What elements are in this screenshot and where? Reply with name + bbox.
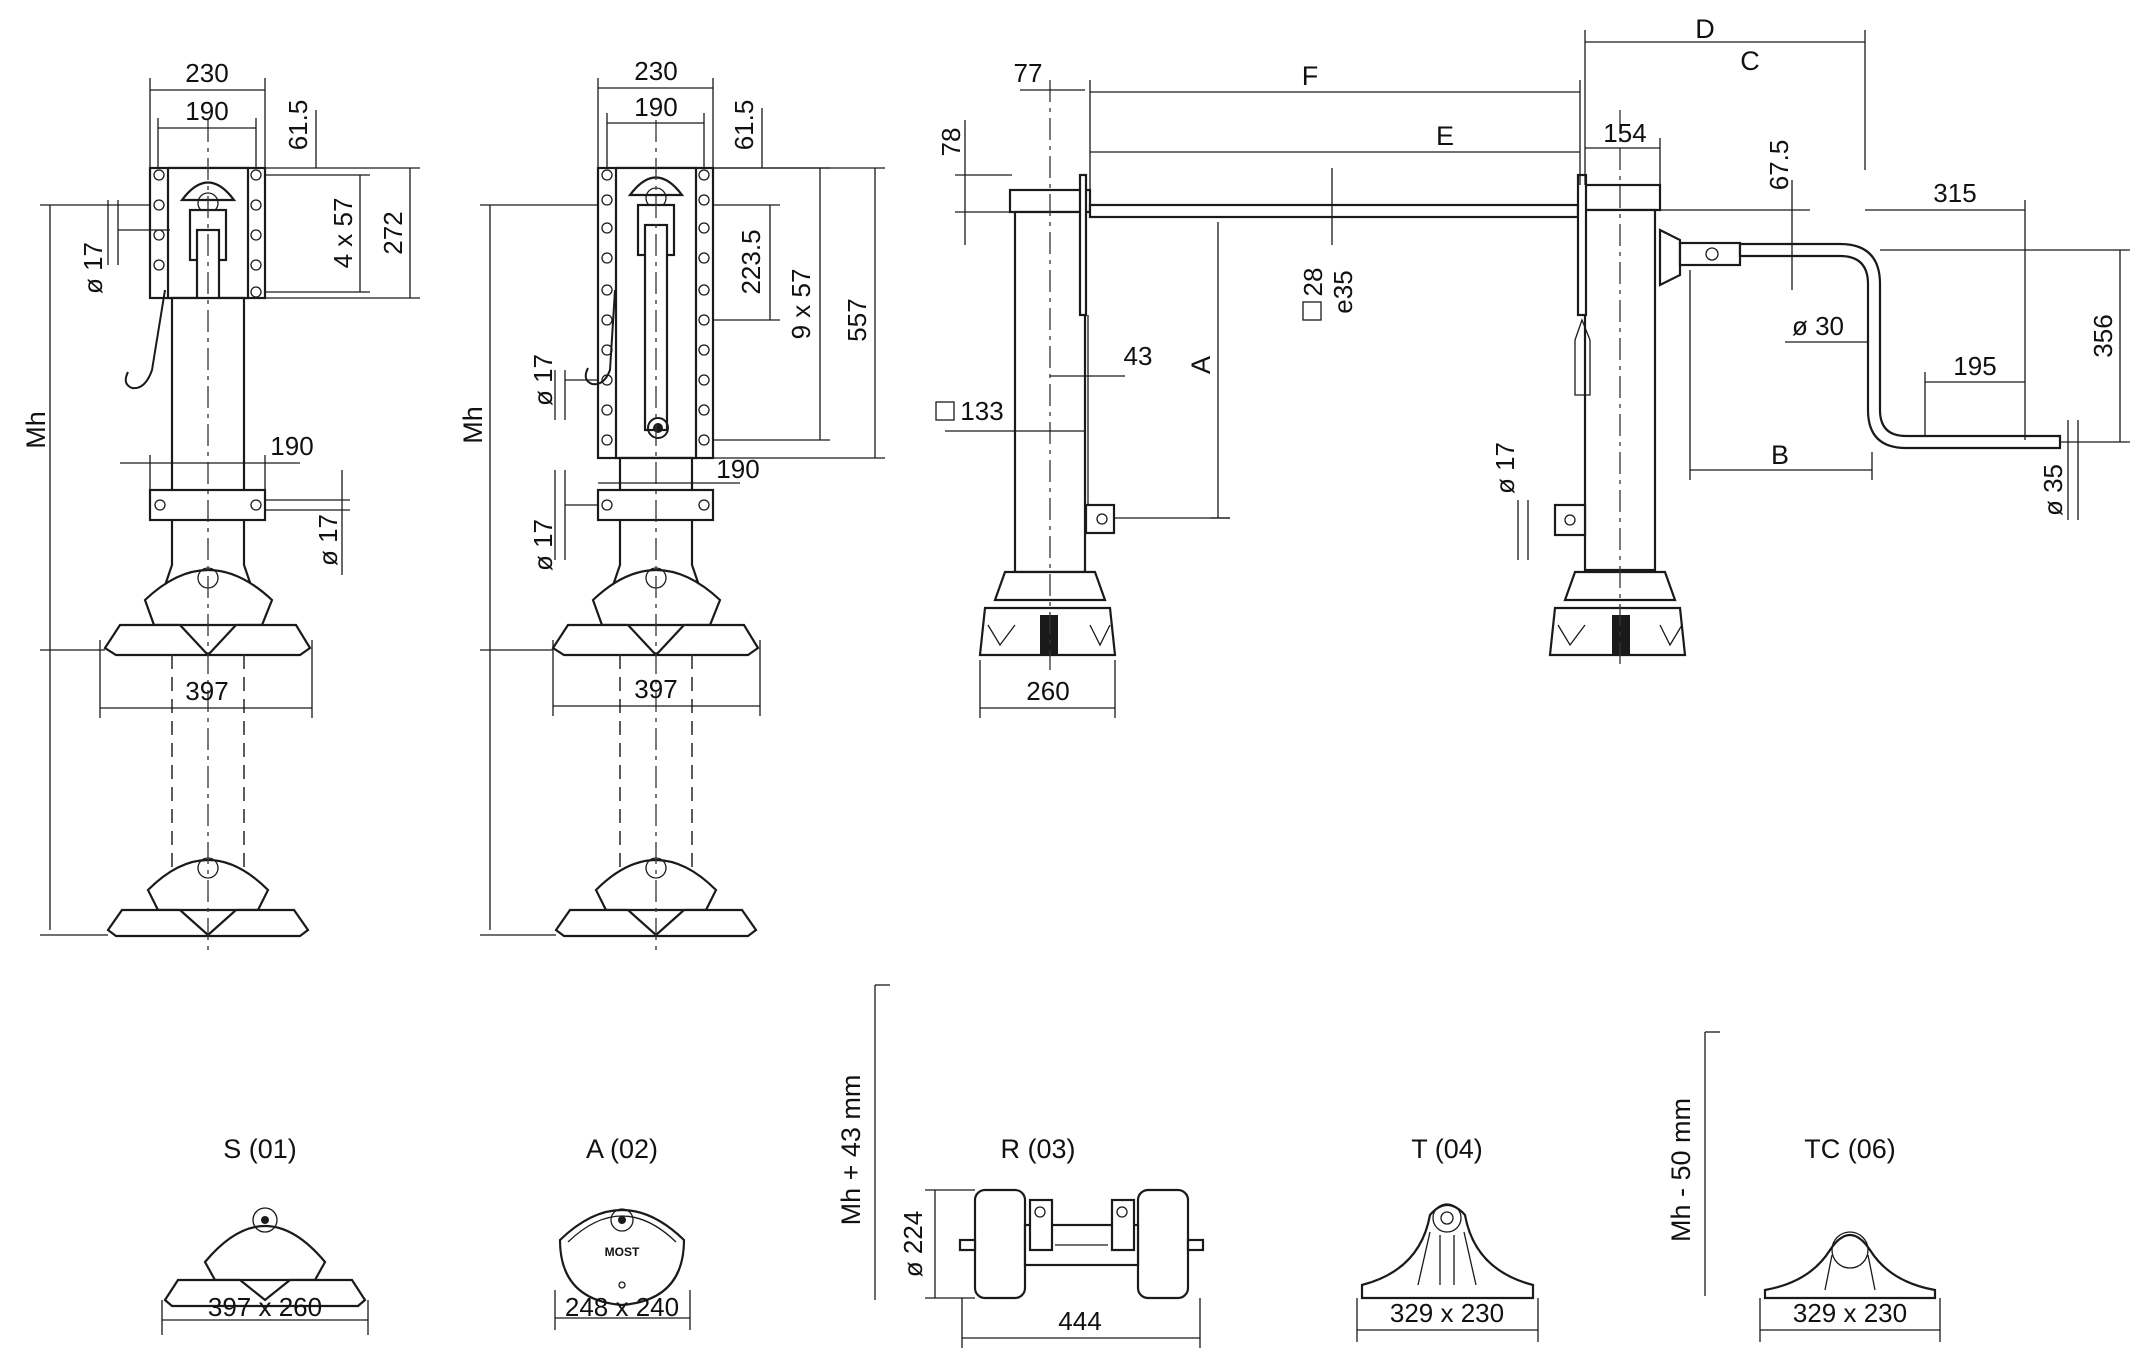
dim-F: F <box>1302 61 1319 91</box>
dim-dia17: ø 17 <box>1490 442 1520 494</box>
dim-C: C <box>1740 46 1760 76</box>
dim-356: 356 <box>2088 314 2118 357</box>
foot-a-size: 248 x 240 <box>565 1292 679 1322</box>
dim-dia30: ø 30 <box>1792 311 1844 341</box>
dim-D: D <box>1695 14 1715 44</box>
foot-tc: TC (06) Mh - 50 mm 329 x 230 <box>1666 1031 1941 1342</box>
dim-w-top: 230 <box>185 58 228 88</box>
dim-mh: Mh <box>21 411 51 449</box>
dim-A: A <box>1186 356 1216 374</box>
dim-154: 154 <box>1603 118 1646 148</box>
dim-B: B <box>1771 440 1789 470</box>
foot-t-title: T (04) <box>1411 1134 1483 1164</box>
dim-dia-b: ø 17 <box>528 519 558 571</box>
dim-spacing: 223.5 <box>736 229 766 294</box>
foot-t: T (04) 329 x 230 <box>1356 1134 1539 1342</box>
dim-78: 78 <box>936 128 966 157</box>
foot-r-width: 444 <box>1058 1306 1101 1336</box>
foot-tc-height: Mh - 50 mm <box>1666 1098 1696 1242</box>
dim-w-top-2: 230 <box>634 56 677 86</box>
foot-r: R (03) Mh + 43 mm ø 224 444 <box>836 984 1205 1348</box>
dim-foot-side: 260 <box>1026 676 1069 706</box>
dim-sq133: 133 <box>960 396 1003 426</box>
dim-holes: 4 x 57 <box>328 198 358 269</box>
dim-offset: 61.5 <box>283 100 313 151</box>
side-view: 77 78 F E D C 154 67.5 315 356 195 ø <box>935 14 2130 718</box>
dim-foot-2: 397 <box>634 674 677 704</box>
foot-t-size: 329 x 230 <box>1390 1298 1504 1328</box>
dim-43: 43 <box>1124 341 1153 371</box>
dim-height: 272 <box>378 211 408 254</box>
foot-a-badge: MOST <box>605 1245 640 1259</box>
front-view-2: 230 190 61.5 223.5 9 x 57 557 ø 17 ø 17 … <box>458 56 885 950</box>
dim-e35: e35 <box>1328 270 1358 313</box>
foot-r-dia: ø 224 <box>898 1211 928 1278</box>
foot-s-size: 397 x 260 <box>208 1292 322 1322</box>
foot-r-title: R (03) <box>1000 1134 1075 1164</box>
foot-tc-size: 329 x 230 <box>1793 1298 1907 1328</box>
foot-a-title: A (02) <box>586 1134 658 1164</box>
foot-s: S (01) 397 x 260 <box>161 1134 369 1335</box>
dim-dia-top: ø 17 <box>78 242 108 294</box>
foot-r-height: Mh + 43 mm <box>836 1075 866 1226</box>
dim-67: 67.5 <box>1764 140 1794 191</box>
dim-width-lower-2: 190 <box>716 454 759 484</box>
dim-sq28: 28 <box>1298 268 1328 297</box>
dim-w-inner-2: 190 <box>634 92 677 122</box>
dim-195: 195 <box>1953 351 1996 381</box>
dim-dia-a: ø 17 <box>528 354 558 406</box>
dim-offset-2: 61.5 <box>729 100 759 151</box>
foot-a: A (02) MOST 248 x 240 <box>554 1134 691 1330</box>
dim-dia35: ø 35 <box>2038 464 2068 516</box>
dim-w-inner: 190 <box>185 96 228 126</box>
dim-foot: 397 <box>185 676 228 706</box>
foot-s-title: S (01) <box>223 1134 297 1164</box>
dim-mh-2: Mh <box>458 406 488 444</box>
dim-77: 77 <box>1014 58 1043 88</box>
dim-width-lower: 190 <box>270 431 313 461</box>
foot-tc-title: TC (06) <box>1804 1134 1896 1164</box>
dim-height-2: 557 <box>842 298 872 341</box>
dim-dia-lower: ø 17 <box>313 514 343 566</box>
dim-holes-2: 9 x 57 <box>786 269 816 340</box>
dim-E: E <box>1436 121 1454 151</box>
front-view-1: 230 190 272 4 x 57 61.5 ø 17 190 ø 17 Mh <box>21 58 420 950</box>
dim-315: 315 <box>1933 178 1976 208</box>
